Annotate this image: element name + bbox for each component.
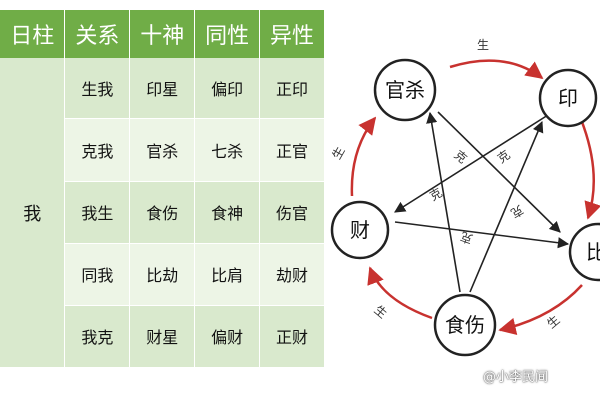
opposite-polarity-cell: 正财	[259, 305, 325, 369]
header-same-polarity: 同性	[194, 10, 261, 58]
opposite-polarity-cell: 伤官	[259, 181, 325, 244]
ten-god-cell: 财星	[129, 305, 196, 369]
header-relation: 关系	[64, 10, 131, 58]
node-label: 官杀	[385, 78, 425, 102]
control-label: 克	[451, 148, 469, 166]
control-arrow-cai-to-bi	[394, 221, 570, 249]
control-arrow-yin-to-cai	[394, 114, 549, 213]
control-arrow-shishang-to-yin	[469, 120, 544, 293]
generate-label: 生	[544, 313, 562, 331]
ten-gods-table: 日柱 关系 十神 同性 异性 我 生我 印星 偏印 正印 克我 官杀 七杀 正官…	[0, 10, 325, 369]
opposite-polarity-cell: 正印	[259, 58, 325, 120]
node-shishang: 食伤	[433, 293, 497, 357]
node-label: 比	[586, 240, 600, 264]
node-guansha: 官杀	[373, 58, 437, 122]
header-day-pillar: 日柱	[0, 10, 66, 58]
generate-label: 生	[477, 38, 489, 52]
generate-label: 生	[329, 144, 347, 161]
generate-arrow-cai-to-guansha	[350, 116, 377, 197]
control-arrow-shishang-to-guansha	[426, 111, 461, 293]
ten-god-cell: 食伤	[129, 181, 196, 244]
ten-god-cell: 官杀	[129, 118, 196, 182]
control-label: 克	[459, 229, 475, 246]
relation-cell: 克我	[64, 118, 131, 182]
node-cai: 财	[330, 200, 390, 260]
node-bi: 比	[568, 222, 600, 282]
node-label: 财	[350, 218, 370, 242]
generate-arrow-guansha-to-yin	[449, 59, 544, 80]
control-arrow-guansha-to-bi	[437, 111, 561, 233]
same-polarity-cell: 偏印	[194, 58, 261, 120]
day-master-cell: 我	[0, 58, 66, 368]
header-ten-gods: 十神	[129, 10, 196, 58]
control-label: 克	[495, 148, 513, 166]
node-yin: 印	[538, 68, 598, 128]
relation-cell: 我生	[64, 181, 131, 244]
node-label: 食伤	[445, 313, 485, 337]
relation-cell: 同我	[64, 243, 131, 306]
generate-arrow-bi-to-shishang	[498, 284, 583, 335]
opposite-polarity-cell: 劫财	[259, 243, 325, 306]
opposite-polarity-cell: 正官	[259, 118, 325, 182]
generate-arrow-yin-to-bi	[580, 121, 600, 220]
generate-arrow-shishang-to-cai	[367, 266, 433, 320]
header-opposite-polarity: 异性	[259, 10, 325, 58]
table-row: 我克 财星 偏财 正财	[0, 305, 325, 369]
watermark: @小李民间	[483, 370, 549, 385]
ten-god-cell: 比劫	[129, 243, 196, 306]
same-polarity-cell: 七杀	[194, 118, 261, 182]
generate-label: 生	[371, 303, 389, 321]
table-row: 我 生我 印星 偏印 正印	[0, 58, 325, 368]
table-row: 同我 比劫 比肩 劫财	[0, 243, 325, 306]
table-row: 克我 官杀 七杀 正官	[0, 118, 325, 182]
control-label: 克	[508, 202, 525, 220]
same-polarity-cell: 食神	[194, 181, 261, 244]
same-polarity-cell: 比肩	[194, 243, 261, 306]
table-header-row: 日柱 关系 十神 同性 异性	[0, 10, 325, 58]
ten-god-cell: 印星	[129, 58, 196, 120]
node-label: 印	[558, 86, 578, 110]
relation-cell: 生我	[64, 58, 131, 120]
same-polarity-cell: 偏财	[194, 305, 261, 369]
table-row: 我生 食伤 食神 伤官	[0, 181, 325, 244]
relation-cell: 我克	[64, 305, 131, 369]
five-elements-cycle-diagram: 生 生 生 生 克 克 克 克 克 官杀 印 比 食伤 财	[329, 38, 600, 357]
